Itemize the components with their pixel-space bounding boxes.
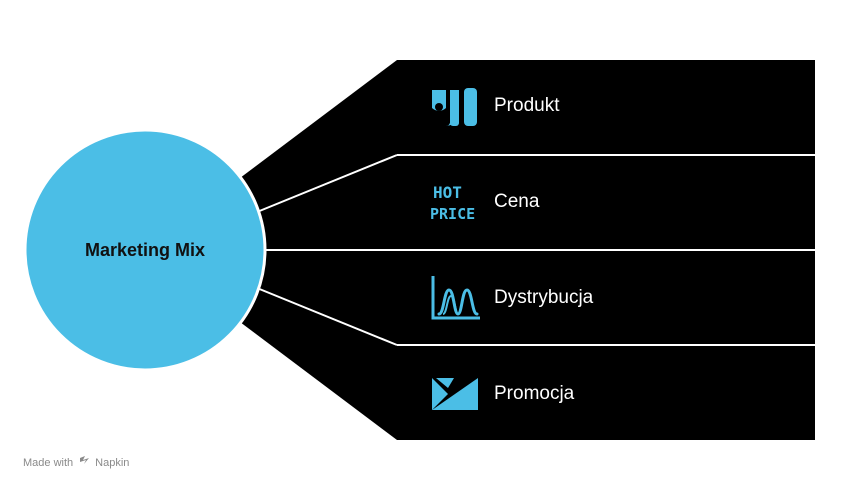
distribution-curve-icon bbox=[430, 276, 480, 320]
center-circle bbox=[23, 128, 267, 372]
item-dystrybucja: Dystrybucja bbox=[430, 276, 594, 320]
hot-price-icon-top: HOT bbox=[433, 183, 462, 202]
made-with-text: Made with bbox=[23, 456, 74, 469]
napkin-brand: Napkin bbox=[95, 456, 130, 469]
divider-line bbox=[256, 287, 398, 346]
center-label: Marketing Mix bbox=[84, 239, 206, 260]
hot-price-icon-bottom: PRICE bbox=[430, 205, 475, 222]
item-label-produkt: Produkt bbox=[494, 95, 560, 116]
made-with-footer: Made with Napkin bbox=[23, 455, 129, 470]
napkin-logo-icon bbox=[79, 455, 91, 470]
divider-line bbox=[256, 154, 398, 213]
product-box-icon bbox=[430, 86, 480, 126]
item-label-dystrybucja: Dystrybucja bbox=[494, 287, 594, 308]
item-produkt: Produkt bbox=[430, 86, 559, 126]
hot-price-icon: HOT PRICE bbox=[430, 182, 480, 222]
item-label-promocja: Promocja bbox=[494, 383, 575, 404]
item-label-cena: Cena bbox=[494, 191, 540, 212]
item-promocja: Promocja bbox=[430, 374, 574, 414]
item-cena: HOT PRICE Cena bbox=[430, 182, 539, 222]
promotion-envelope-icon bbox=[430, 374, 480, 414]
